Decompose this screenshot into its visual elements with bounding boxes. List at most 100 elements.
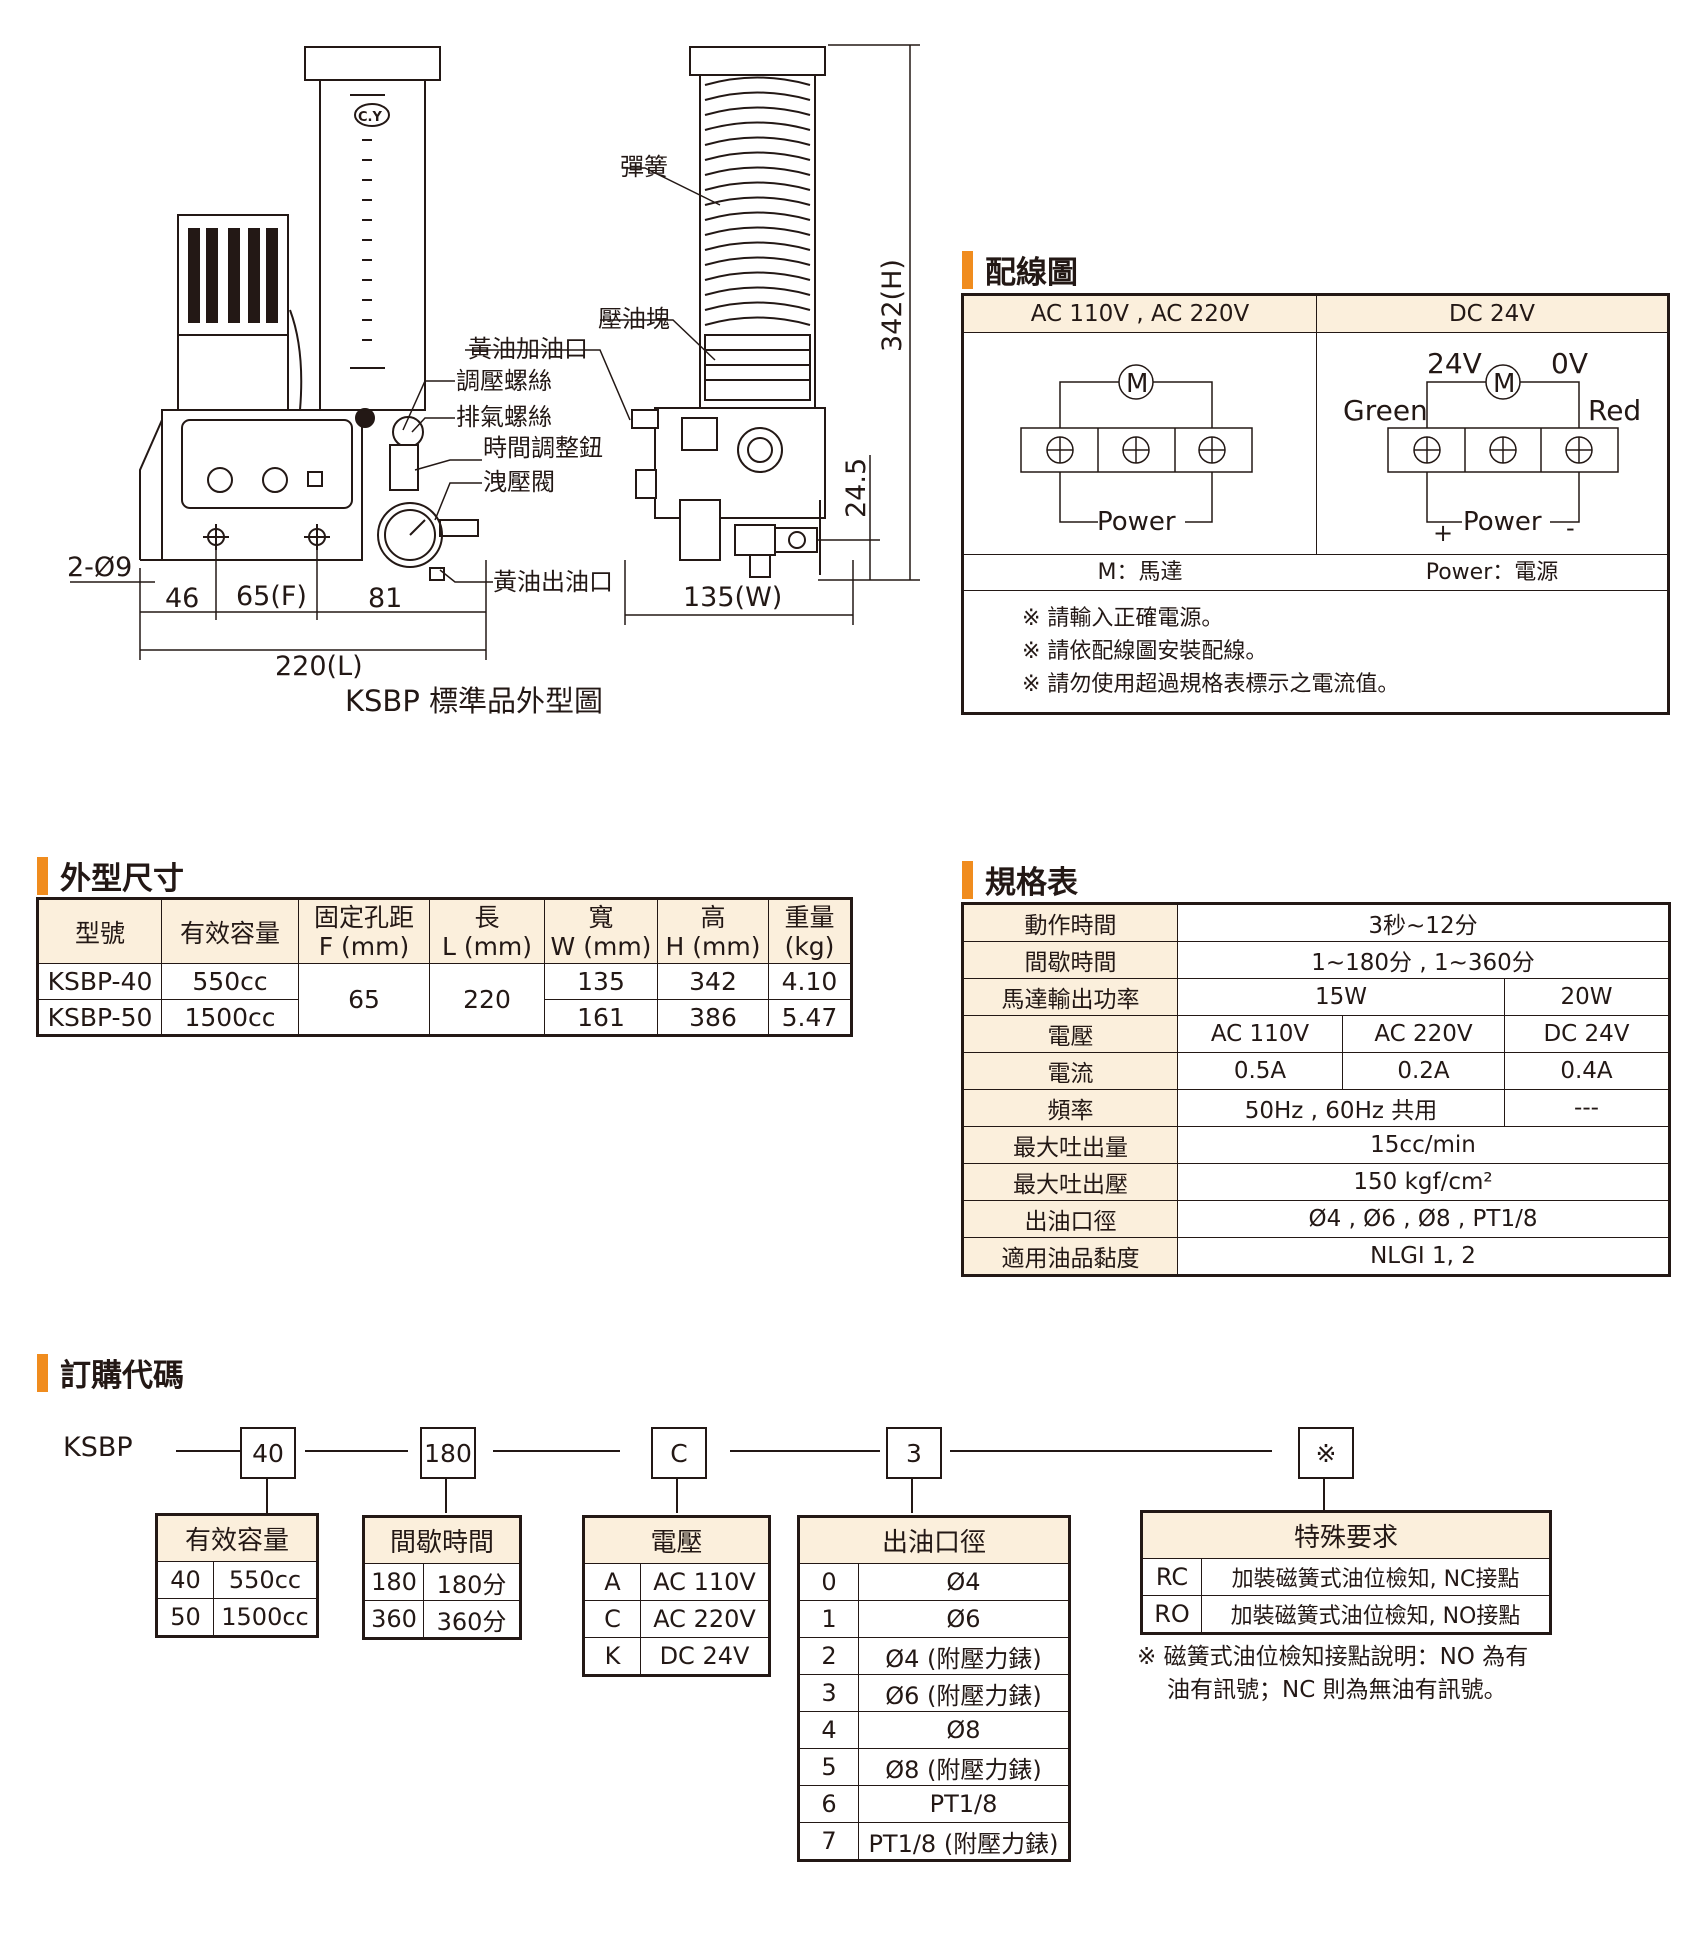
cell-l: 220 xyxy=(429,963,545,1036)
spec-value: --- xyxy=(1504,1089,1670,1127)
label-outlet-port: 黃油出油口 xyxy=(493,568,613,596)
special-note: ※ 磁簧式油位檢知接點說明：NO 為有 油有訊號；NC 則為無油有訊號。 xyxy=(1137,1641,1528,1707)
heading-accent-bar xyxy=(37,856,48,895)
code-box-capacity: 40 xyxy=(240,1427,296,1479)
label-0v: 0V xyxy=(1551,347,1588,380)
desc-cell: 加裝磁簧式油位檢知, NC接點 xyxy=(1201,1558,1551,1596)
label-pressure-block: 壓油塊 xyxy=(598,305,670,333)
legend-power: Power：電源 xyxy=(1425,560,1559,585)
wiring-schematic: M M Power Power 24V 0V Green Red + - xyxy=(1020,347,1641,547)
code-box-special: ※ xyxy=(1298,1427,1354,1479)
wiring-note: ※ 請依配線圖安裝配線。 xyxy=(1022,639,1268,664)
cell-capacity: 550cc xyxy=(161,963,299,1000)
box-title: 間歇時間 xyxy=(363,1516,521,1564)
table-row: 180 180分 xyxy=(363,1563,521,1601)
col-capacity: 有效容量 xyxy=(161,898,299,964)
code-box-outlet: 3 xyxy=(886,1427,942,1479)
desc-cell: Ø8 xyxy=(858,1711,1070,1749)
cell-weight: 5.47 xyxy=(768,999,852,1036)
table-row: 間歇時間 1~180分 , 1~360分 xyxy=(962,941,1670,979)
spec-label: 馬達輸出功率 xyxy=(962,978,1178,1016)
spec-label: 電壓 xyxy=(962,1015,1178,1053)
spec-value: DC 24V xyxy=(1504,1015,1670,1053)
desc-cell: 加裝磁簧式油位檢知, NO接點 xyxy=(1201,1595,1551,1634)
motor-label: M xyxy=(1493,369,1515,399)
desc-cell: Ø4 (附壓力錶) xyxy=(858,1637,1070,1675)
wiring-panel: AC 110V , AC 220V DC 24V M：馬達 Power：電源 ※… xyxy=(961,293,1670,715)
label-red: Red xyxy=(1588,394,1641,427)
label-fill-port: 黃油加油口 xyxy=(468,335,588,363)
label-plus: + xyxy=(1433,519,1453,547)
table-row: K DC 24V xyxy=(583,1637,770,1676)
note-line: 油有訊號；NC 則為無油有訊號。 xyxy=(1167,1677,1507,1703)
table-row: 頻率 50Hz , 60Hz 共用 --- xyxy=(962,1089,1670,1127)
interval-table: 間歇時間 180 180分 360 360分 xyxy=(362,1515,522,1640)
dim-width: 135(W) xyxy=(683,582,782,613)
box-title: 有效容量 xyxy=(156,1514,318,1562)
label-green: Green xyxy=(1343,394,1428,427)
spec-label: 最大吐出量 xyxy=(962,1126,1178,1164)
table-row: 電流 0.5A 0.2A 0.4A xyxy=(962,1052,1670,1090)
table-row: 適用油品黏度 NLGI 1, 2 xyxy=(962,1237,1670,1276)
reservoir-logo-text: C.Y xyxy=(358,110,382,125)
cell-weight: 4.10 xyxy=(768,963,852,1000)
table-row: 最大吐出量 15cc/min xyxy=(962,1126,1670,1164)
dim-length: 220(L) xyxy=(275,651,363,682)
spec-table: 動作時間 3秒~12分 間歇時間 1~180分 , 1~360分 馬達輸出功率 … xyxy=(961,902,1671,1277)
cy-logo xyxy=(354,103,390,127)
label-relief-valve: 洩壓閥 xyxy=(483,468,555,496)
voltage-table: 電壓 A AC 110V C AC 220V K DC 24V xyxy=(582,1515,771,1677)
spec-heading: 規格表 xyxy=(962,857,1078,902)
wiring-title: 配線圖 xyxy=(985,255,1078,291)
label-minus: - xyxy=(1566,514,1575,542)
spec-label: 電流 xyxy=(962,1052,1178,1090)
product-drawing: 彈簧 壓油塊 黃油加油口 調壓螺絲 排氣螺絲 時間調整鈕 洩壓閥 黃油出油口 2… xyxy=(67,44,920,718)
code-cell: 6 xyxy=(798,1785,859,1823)
code-cell: 1 xyxy=(798,1600,859,1638)
code-cell: 5 xyxy=(798,1748,859,1786)
table-row: 出油口徑 Ø4 , Ø6 , Ø8 , PT1/8 xyxy=(962,1200,1670,1238)
code-box-interval: 180 xyxy=(420,1427,476,1479)
reservoir xyxy=(319,79,426,411)
code-cell: 40 xyxy=(156,1561,214,1599)
spec-value: 20W xyxy=(1504,978,1670,1016)
spring xyxy=(704,76,811,326)
spec-title: 規格表 xyxy=(985,865,1078,901)
table-row: 馬達輸出功率 15W 20W xyxy=(962,978,1670,1016)
wiring-note: ※ 請勿使用超過規格表標示之電流值。 xyxy=(1022,672,1400,697)
label-timer-knob: 時間調整鈕 xyxy=(483,434,603,462)
code-cell: 0 xyxy=(798,1563,859,1601)
reservoir-lid xyxy=(304,46,441,81)
wiring-header-ac: AC 110V , AC 220V xyxy=(964,296,1317,333)
spec-value: 0.5A xyxy=(1177,1052,1343,1090)
table-row: RC 加裝磁簧式油位檢知, NC接點 xyxy=(1141,1558,1551,1596)
box-title: 特殊要求 xyxy=(1141,1511,1551,1559)
cell-model: KSBP-50 xyxy=(37,999,162,1036)
desc-cell: Ø6 xyxy=(858,1600,1070,1638)
table-row: A AC 110V xyxy=(583,1563,770,1601)
table-row: C AC 220V xyxy=(583,1600,770,1638)
code-cell: 7 xyxy=(798,1822,859,1861)
pressure-block xyxy=(704,334,811,401)
heading-accent-bar xyxy=(962,250,973,289)
wiring-note: ※ 請輸入正確電源。 xyxy=(1022,606,1224,631)
code-cell: C xyxy=(583,1600,641,1638)
box-title: 出油口徑 xyxy=(798,1516,1070,1564)
capacity-table: 有效容量 40 550cc 50 1500cc xyxy=(155,1513,319,1638)
col-weight: 重量(kg) xyxy=(768,898,852,964)
dim-base: 24.5 xyxy=(841,458,872,518)
table-row: 動作時間 3秒~12分 xyxy=(962,903,1670,942)
motor-label: M xyxy=(1126,369,1148,399)
desc-cell: AC 110V xyxy=(640,1563,770,1601)
code-cell: 4 xyxy=(798,1711,859,1749)
cell-h: 386 xyxy=(657,999,769,1036)
desc-cell: 360分 xyxy=(423,1600,521,1639)
heading-accent-bar xyxy=(962,860,973,899)
